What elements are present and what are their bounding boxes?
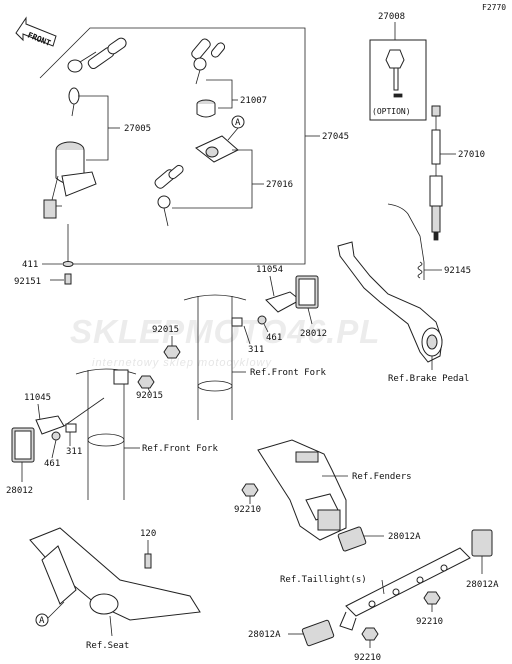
callout-27008: 27008 [378, 12, 405, 22]
option-label: (OPTION) [372, 107, 411, 116]
ignition-group-outline [39, 27, 306, 265]
rear-reflector-3 [301, 619, 335, 647]
seat-frame-icon [29, 527, 201, 621]
lock-cylinder [196, 99, 216, 118]
ref-front-fork-2: Ref.Front Fork [142, 444, 218, 454]
watermark-main: SKLEPMOTO46.PL [70, 313, 380, 350]
ref-seat: Ref.Seat [86, 641, 129, 651]
callout-27045: 27045 [322, 132, 349, 142]
seat-lock-icon [154, 135, 239, 227]
callout-28012-a: 28012 [300, 329, 327, 339]
ref-brake-pedal: Ref.Brake Pedal [388, 374, 469, 384]
option-key-icon [385, 49, 405, 91]
callout-92015-b: 92015 [136, 391, 163, 401]
front-fork-upper [183, 294, 247, 420]
callout-27016: 27016 [266, 180, 293, 190]
reflector-bracket-icon [265, 275, 319, 313]
ignition-switch-body [43, 141, 97, 219]
callout-21007: 21007 [240, 96, 267, 106]
ref-fenders: Ref.Fenders [352, 472, 412, 482]
callout-27010: 27010 [458, 150, 485, 160]
callout-311-a: 311 [248, 345, 264, 355]
callout-11054: 11054 [256, 265, 283, 275]
ref-taillight: Ref.Taillight(s) [280, 575, 367, 585]
callout-92015-a: 92015 [152, 325, 179, 335]
front-arrow-icon: FRONT [15, 16, 57, 48]
rear-reflector-2 [471, 529, 493, 557]
key-blank-icon [191, 38, 226, 85]
rear-fender-icon [257, 439, 347, 541]
watermark-sub: internetowy sklep motocyklowy [92, 357, 273, 369]
callout-92210-a: 92210 [234, 505, 261, 515]
callout-11045: 11045 [24, 393, 51, 403]
callout-461-a: 461 [266, 333, 282, 343]
callout-92151: 92151 [14, 277, 41, 287]
front-fork-lower [75, 368, 137, 500]
callout-120: 120 [140, 529, 156, 539]
callout-28012A-b: 28012A [466, 580, 499, 590]
ref-front-fork-1: Ref.Front Fork [250, 368, 326, 378]
rear-reflector-1 [337, 526, 367, 552]
callout-92210-c: 92210 [354, 653, 381, 663]
callout-28012A-c: 28012A [248, 630, 281, 640]
figure-id: F2770 [482, 3, 506, 12]
brake-pedal-icon [337, 241, 443, 363]
reflector-bracket-icon-2 [11, 397, 105, 463]
callout-92210-b: 92210 [416, 617, 443, 627]
callout-92145: 92145 [444, 266, 471, 276]
callout-311-b: 311 [66, 447, 82, 457]
ignition-key-icon [67, 37, 127, 117]
circle-a-bottom: A [39, 616, 45, 626]
callout-28012-b: 28012 [6, 486, 33, 496]
brake-spring-icon [387, 203, 425, 280]
callout-461-b: 461 [44, 459, 60, 469]
brake-switch-icon [429, 105, 443, 241]
callout-411: 411 [22, 260, 38, 270]
circle-a-top: A [235, 118, 241, 128]
callout-27005: 27005 [124, 124, 151, 134]
tail-bracket-icon [339, 547, 471, 631]
callout-28012A-a: 28012A [388, 532, 421, 542]
